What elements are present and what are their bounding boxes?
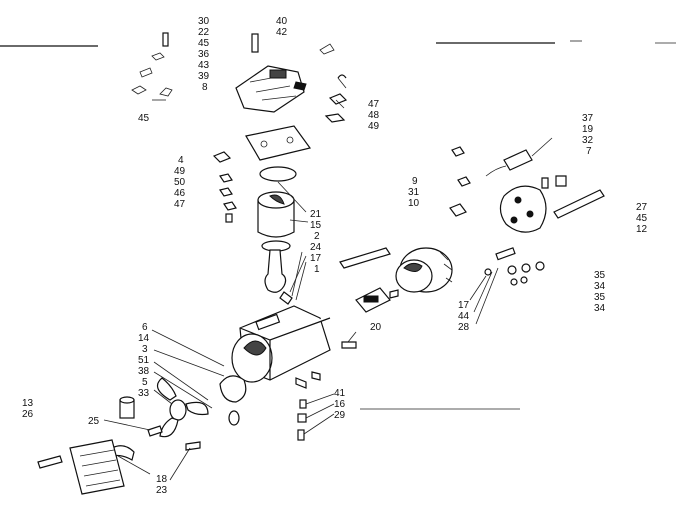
callout-34: 34 — [594, 281, 606, 292]
callout-41: 41 — [334, 388, 346, 399]
callout-51: 51 — [138, 355, 150, 366]
valve-plate — [245, 125, 312, 161]
screw-25 — [147, 425, 163, 437]
callout-24: 24 — [310, 242, 322, 253]
callout-1: 1 — [314, 264, 320, 275]
callout-26: 26 — [22, 409, 34, 420]
callout-36: 36 — [198, 49, 210, 60]
callout-31: 31 — [408, 187, 420, 198]
callout-48: 48 — [368, 110, 380, 121]
callout-40: 40 — [276, 16, 288, 27]
callout-13: 13 — [22, 398, 34, 409]
bolt-23 — [185, 441, 201, 451]
callout-6: 6 — [142, 322, 148, 333]
callout-8: 8 — [202, 82, 208, 93]
coupling — [355, 287, 399, 313]
callout-labels: 30 22 45 36 43 39 8 45 40 42 47 48 49 37… — [22, 16, 648, 496]
callout-16: 16 — [334, 399, 346, 410]
leader-lines — [103, 77, 499, 481]
callout-33: 33 — [138, 388, 150, 399]
washer-front — [228, 410, 240, 426]
callout-28: 28 — [458, 322, 470, 333]
callout-45: 45 — [636, 213, 648, 224]
callout-22: 22 — [198, 27, 210, 38]
callout-30: 30 — [198, 16, 210, 27]
callout-17: 17 — [310, 253, 322, 264]
cylinder-head — [235, 33, 335, 113]
piston-and-rod — [261, 240, 293, 305]
callout-27: 27 — [636, 202, 648, 213]
callout-45: 45 — [138, 113, 150, 124]
rotor — [395, 247, 453, 293]
callout-29: 29 — [334, 410, 346, 421]
callout-25: 25 — [88, 416, 100, 427]
callout-44: 44 — [458, 311, 470, 322]
callout-35: 35 — [594, 270, 606, 281]
callout-20: 20 — [370, 322, 382, 333]
callout-50: 50 — [174, 177, 186, 188]
cylinder-sleeve — [257, 191, 295, 238]
callout-23: 23 — [156, 485, 168, 496]
callout-5: 5 — [142, 377, 148, 388]
fan — [156, 377, 209, 438]
callout-37: 37 — [582, 113, 594, 124]
callout-3: 3 — [142, 344, 148, 355]
callout-46: 46 — [174, 188, 186, 199]
callout-7: 7 — [586, 146, 592, 157]
callout-18: 18 — [156, 474, 168, 485]
o-ring — [259, 166, 297, 182]
fan-shroud — [219, 375, 247, 403]
bolt-20 — [341, 341, 357, 349]
callout-39: 39 — [198, 71, 210, 82]
callout-49: 49 — [368, 121, 380, 132]
callout-10: 10 — [408, 198, 420, 209]
callout-2: 2 — [314, 231, 320, 242]
valve-parts-cluster — [131, 32, 173, 101]
callout-21: 21 — [310, 209, 322, 220]
brush-hardware — [484, 247, 545, 286]
callout-35: 35 — [594, 292, 606, 303]
fasteners-bottom — [297, 399, 307, 441]
callout-47: 47 — [174, 199, 186, 210]
callout-34: 34 — [594, 303, 606, 314]
callout-42: 42 — [276, 27, 288, 38]
switch-assembly — [449, 137, 567, 217]
capacitor — [119, 396, 135, 419]
callout-15: 15 — [310, 220, 322, 231]
motor-assembly — [231, 305, 331, 389]
grille-cover — [69, 439, 125, 495]
callout-9: 9 — [412, 176, 418, 187]
bolt-left — [37, 455, 63, 469]
callout-19: 19 — [582, 124, 594, 135]
callout-32: 32 — [582, 135, 594, 146]
valve-fittings — [212, 151, 237, 223]
callout-43: 43 — [198, 60, 210, 71]
callout-17: 17 — [458, 300, 470, 311]
drive-shaft — [339, 247, 391, 269]
end-bell — [499, 185, 605, 233]
callout-14: 14 — [138, 333, 150, 344]
callout-45: 45 — [198, 38, 210, 49]
callout-38: 38 — [138, 366, 150, 377]
callout-47: 47 — [368, 99, 380, 110]
callout-12: 12 — [636, 224, 648, 235]
callout-4: 4 — [178, 155, 184, 166]
unloader-parts — [324, 74, 348, 123]
callout-49: 49 — [174, 166, 186, 177]
